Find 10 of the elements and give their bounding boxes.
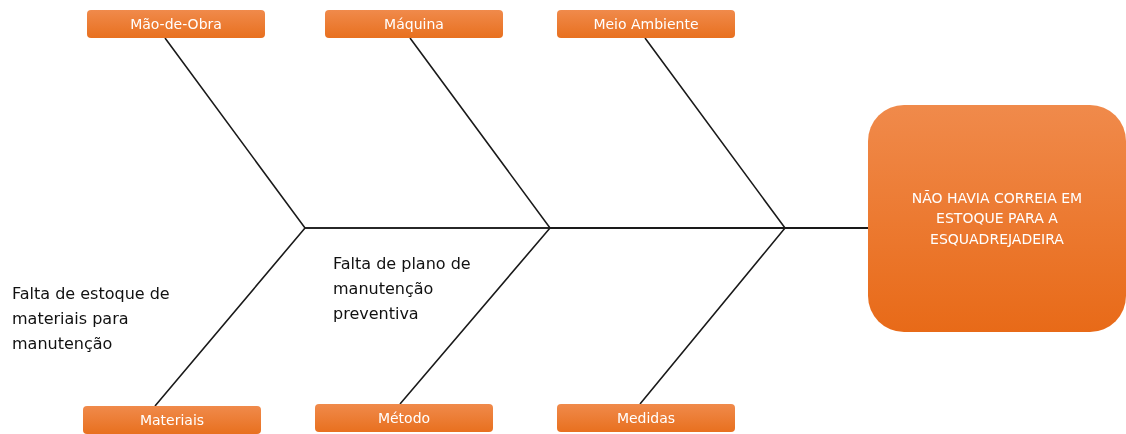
category-label: Materiais <box>83 406 261 434</box>
cause-note: Falta de estoque de materiais para manutenção <box>12 283 171 355</box>
category-label: Meio Ambiente <box>557 10 735 38</box>
cause-note: Falta de plano de manutenção preventiva <box>333 253 472 325</box>
category-label: Mão-de-Obra <box>87 10 265 38</box>
effect-box: NÃO HAVIA CORREIA EM ESTOQUE PARA A ESQUADREJADEIRA <box>868 105 1126 332</box>
category-label: Máquina <box>325 10 503 38</box>
category-label: Método <box>315 404 493 432</box>
category-label: Medidas <box>557 404 735 432</box>
fishbone-line <box>639 227 869 405</box>
